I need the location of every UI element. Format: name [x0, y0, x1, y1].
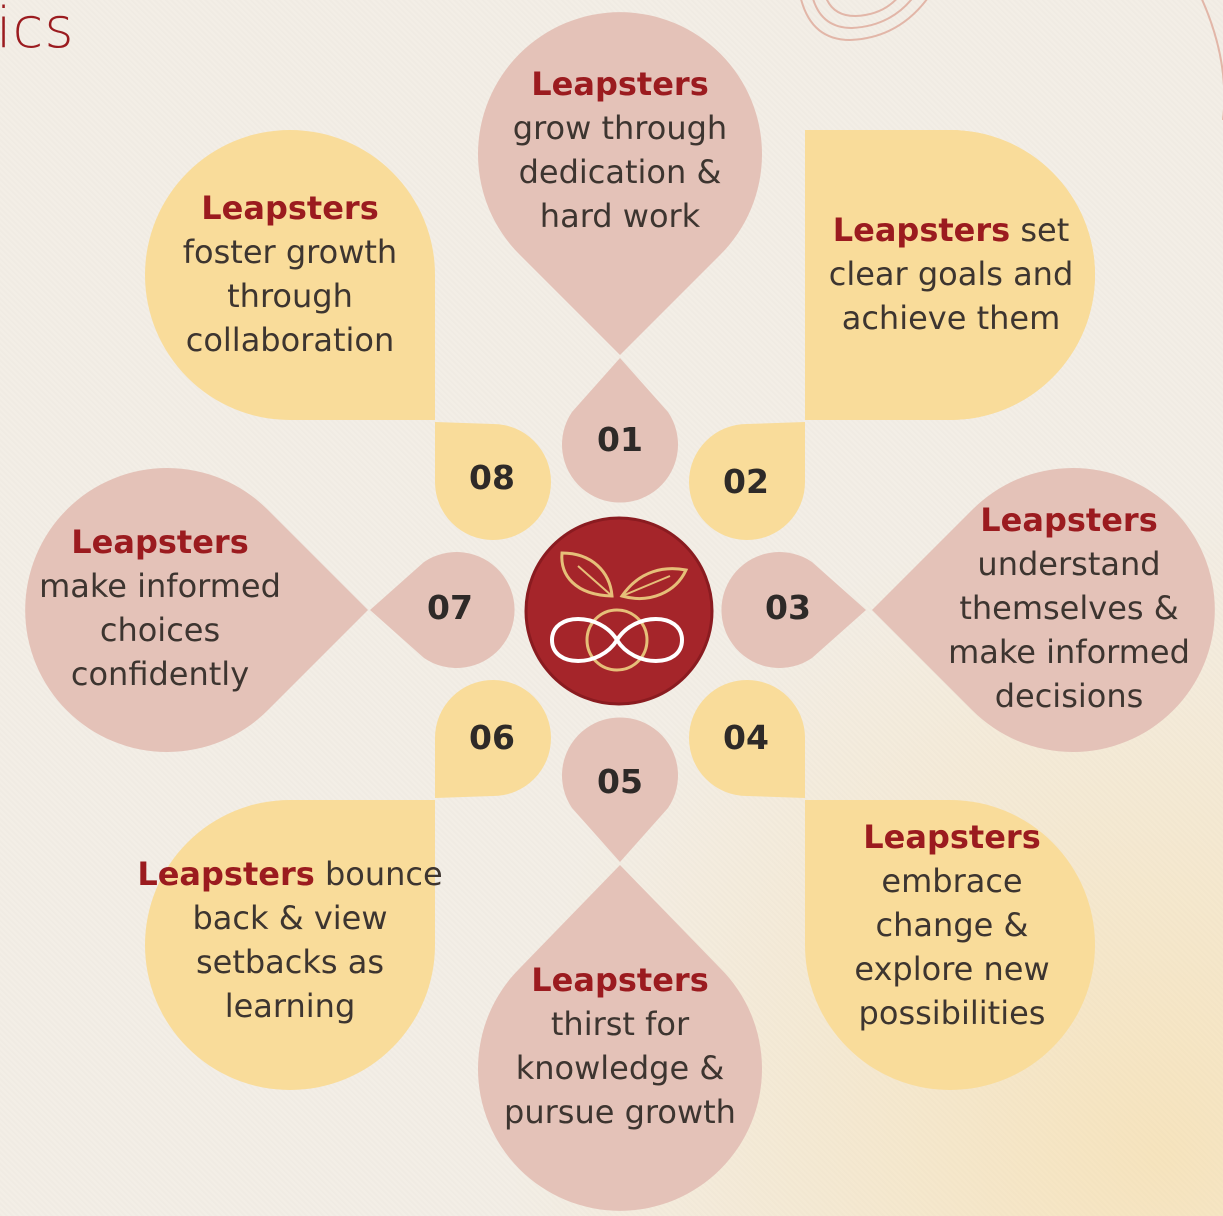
petal-01-body: grow through dedication & hard work — [512, 109, 728, 235]
number-07: 07 — [427, 588, 473, 627]
drop-01-shape — [562, 358, 679, 503]
decorative-arcs-icon — [800, 0, 1223, 120]
petal-06-lead: Leapsters — [137, 855, 315, 893]
petal-04-body: embrace change & explore new possibiliti… — [854, 862, 1050, 1032]
petal-04-text: Leapsters embrace change & explore new p… — [832, 815, 1072, 1035]
petal-03-body: understand themselves & make informed de… — [948, 545, 1190, 715]
number-08: 08 — [469, 458, 515, 497]
petal-05-shape — [477, 865, 762, 1211]
petal-06-shape — [145, 800, 435, 1090]
petal-04-lead: Leapsters — [863, 818, 1041, 856]
drop-06-shape — [435, 680, 551, 798]
drop-04-shape — [689, 680, 805, 798]
petal-08-shape — [145, 130, 435, 420]
petal-07-body: make informed choices confidently — [39, 567, 281, 693]
petal-05-body: thirst for knowledge & pursue growth — [504, 1005, 736, 1131]
petal-06-body: bounce back & view setbacks as learning — [192, 855, 443, 1025]
number-05: 05 — [597, 762, 643, 801]
number-03: 03 — [765, 588, 811, 627]
petal-03-shape — [872, 467, 1215, 752]
petal-07-text: Leapsters make informed choices confiden… — [28, 520, 292, 696]
petal-04-shape — [805, 800, 1095, 1090]
drop-03-shape — [721, 552, 866, 668]
petal-01-text: Leapsters grow through dedication & hard… — [480, 62, 760, 238]
drop-02-shape — [689, 422, 805, 540]
drop-07-shape — [370, 552, 515, 669]
petal-07-lead: Leapsters — [71, 523, 249, 561]
petal-02-text: Leapsters set clear goals and achieve th… — [815, 208, 1087, 340]
apple-infinity-logo-icon — [524, 516, 714, 706]
petal-08-text: Leapsters foster growth through collabor… — [165, 186, 415, 362]
number-02: 02 — [723, 462, 769, 501]
number-01: 01 — [597, 420, 643, 459]
petal-08-lead: Leapsters — [201, 189, 379, 227]
petal-07-shape — [25, 467, 369, 752]
petal-01-lead: Leapsters — [531, 65, 709, 103]
petal-08-body: foster growth through collaboration — [182, 233, 398, 359]
number-04: 04 — [723, 718, 769, 757]
page-title-fragment: ics — [0, 0, 75, 61]
number-06: 06 — [469, 718, 515, 757]
drop-05-shape — [562, 717, 678, 862]
petal-01-shape — [477, 12, 762, 356]
petal-02-body: set clear goals and achieve them — [828, 211, 1074, 337]
petal-03-lead: Leapsters — [980, 501, 1158, 539]
drop-08-shape — [435, 422, 551, 540]
petal-05-lead: Leapsters — [531, 961, 709, 999]
petal-03-text: Leapsters understand themselves & make i… — [938, 498, 1200, 718]
petal-05-text: Leapsters thirst for knowledge & pursue … — [495, 958, 745, 1134]
petal-02-lead: Leapsters — [832, 211, 1011, 249]
petal-06-text: Leapsters bounce back & view setbacks as… — [135, 852, 445, 1028]
